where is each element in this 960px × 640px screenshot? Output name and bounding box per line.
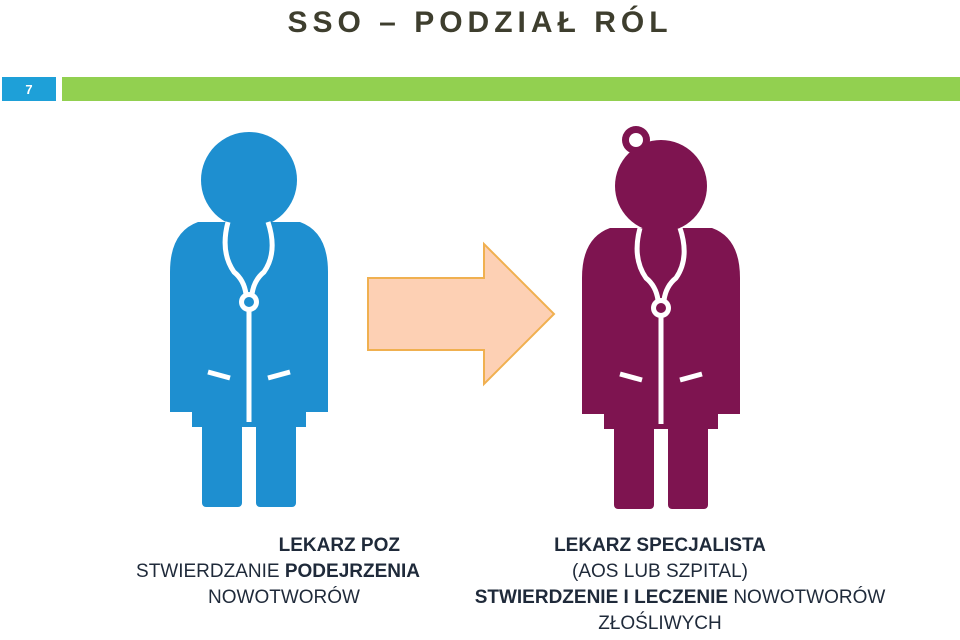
slide-title: SSO – PODZIAŁ RÓL [287, 6, 673, 39]
left-caption: LEKARZ POZ STWIERDZANIE PODEJRZENIA NOWO… [90, 533, 420, 611]
left-heading: LEKARZ POZ [278, 535, 400, 556]
right-caption: LEKARZ SPECJALISTA (AOS LUB SZPITAL) STW… [445, 533, 915, 637]
right-line2: (AOS LUB SZPITAL) [572, 561, 748, 582]
left-line3: NOWOTWORÓW [208, 587, 360, 608]
right-line4: ZŁOŚLIWYCH [598, 613, 722, 634]
doctor-icon [170, 132, 328, 507]
right-line3-bold: STWIERDZENIE I LECZENIE [474, 587, 729, 608]
specialist-doctor-icon [582, 126, 740, 509]
slide-number: 7 [2, 77, 56, 101]
right-heading: LEKARZ SPECJALISTA [554, 535, 766, 556]
header-bar [62, 77, 960, 101]
left-line2: STWIERDZANIE PODEJRZENIA [90, 559, 420, 585]
right-line3: STWIERDZENIE I LECZENIE NOWOTWORÓW [445, 585, 915, 611]
left-line2-normal: STWIERDZANIE [136, 561, 285, 582]
right-line3-normal: NOWOTWORÓW [728, 587, 886, 608]
left-line2-bold: PODEJRZENIA [284, 561, 420, 582]
arrow-right-icon [367, 241, 556, 387]
